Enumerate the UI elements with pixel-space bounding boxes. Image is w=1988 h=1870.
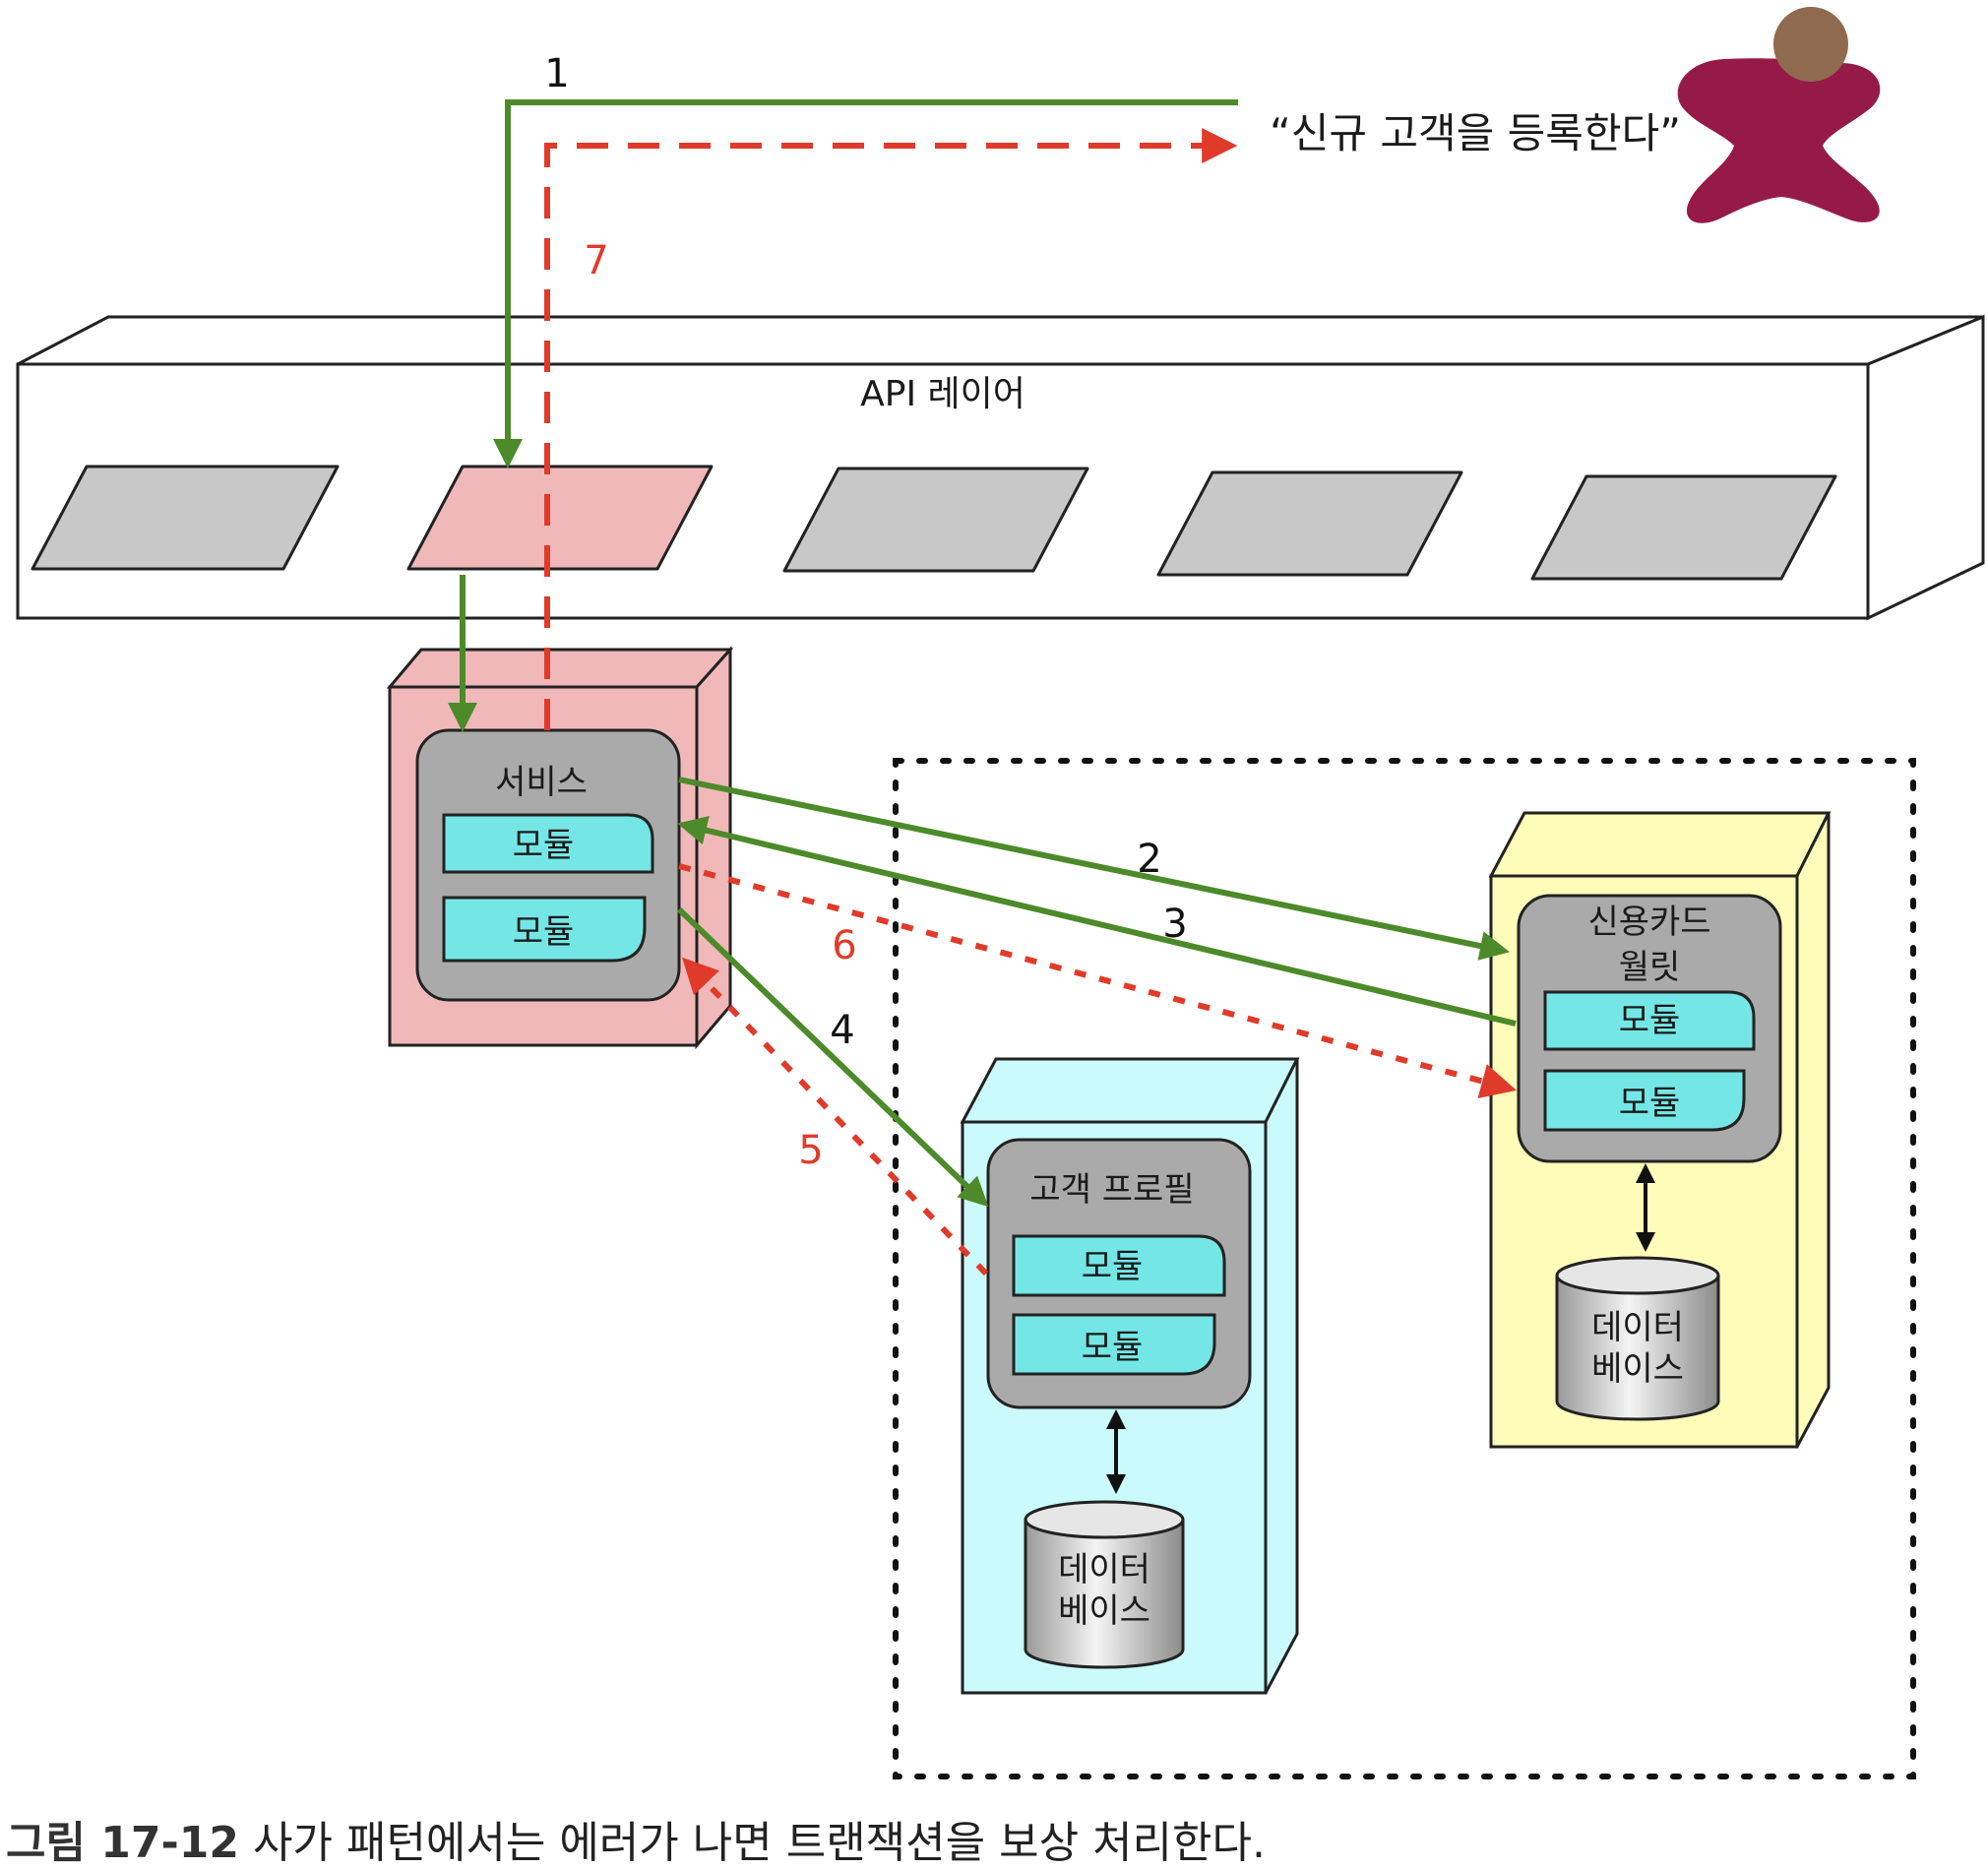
user-actor-icon xyxy=(1677,7,1881,223)
customer-module-1[interactable] xyxy=(1012,1234,1226,1297)
step-3-label: 3 xyxy=(1162,902,1187,947)
step-7-label: 7 xyxy=(584,238,608,283)
wallet-database-icon xyxy=(1555,1256,1720,1421)
service-module-1[interactable] xyxy=(442,813,654,874)
customer-module-1-label: 모듈 xyxy=(1082,1247,1144,1286)
customer-database-label-2: 베이스 xyxy=(1058,1591,1150,1631)
figure-caption-text: 사가 패턴에서는 에러가 나면 트랜잭션을 보상 처리한다. xyxy=(253,1818,1266,1868)
step-6-label: 6 xyxy=(832,923,856,968)
customer-database-label-1: 데이터 xyxy=(1058,1550,1150,1590)
service-module-2-label: 모듈 xyxy=(513,912,575,952)
customer-module-2-label: 모듈 xyxy=(1082,1328,1144,1367)
flow-step-5-customer-error xyxy=(682,957,989,1277)
service-module-2[interactable] xyxy=(442,896,647,963)
flow-step-1-request xyxy=(493,99,1238,468)
flow-step-4-call-customer xyxy=(676,906,989,1208)
wallet-module-1-label: 모듈 xyxy=(1619,1001,1681,1040)
flow-step-2-call-wallet xyxy=(678,777,1510,961)
api-endpoint-3[interactable] xyxy=(782,467,1089,573)
figure-number: 그림 17-12 xyxy=(6,1818,240,1868)
wallet-database-label-1: 데이터 xyxy=(1591,1308,1684,1347)
customer-profile-box[interactable]: 고객 프로필 모듈 모듈 데이터 베이스 xyxy=(960,1057,1300,1695)
credit-wallet-title-1: 신용카드 xyxy=(1587,903,1710,942)
customer-profile-title: 고객 프로필 xyxy=(1029,1170,1194,1210)
wallet-module-2-label: 모듈 xyxy=(1619,1084,1681,1123)
wallet-database-label-2: 베이스 xyxy=(1591,1349,1684,1389)
service-box[interactable]: 서비스 모듈 모듈 xyxy=(386,646,734,1050)
api-layer: API 레이어 xyxy=(16,314,1985,621)
api-endpoint-1[interactable] xyxy=(31,465,340,571)
api-endpoint-5[interactable] xyxy=(1530,474,1837,581)
service-module-1-label: 모듈 xyxy=(513,826,575,865)
flow-step-3-wallet-reply xyxy=(677,815,1517,1027)
flow-step-7-response xyxy=(544,128,1238,730)
figure-caption: 그림 17-12 사가 패턴에서는 에러가 나면 트랜잭션을 보상 처리한다. xyxy=(6,1807,1974,1868)
step-5-label: 5 xyxy=(798,1128,823,1173)
user-request-text: “신규 고객을 등록한다” xyxy=(1270,109,1681,157)
credit-wallet-title-2: 월릿 xyxy=(1619,948,1681,987)
wallet-module-2[interactable] xyxy=(1543,1069,1746,1132)
api-endpoint-2[interactable] xyxy=(406,465,714,571)
step-1-label: 1 xyxy=(544,51,569,96)
customer-database-icon xyxy=(1024,1500,1185,1669)
step-2-label: 2 xyxy=(1137,837,1161,882)
customer-module-2[interactable] xyxy=(1012,1313,1216,1376)
credit-wallet-box[interactable]: 신용카드 월릿 모듈 모듈 데이터 베이스 xyxy=(1488,811,1832,1449)
flow-step-6-compensate-wallet xyxy=(678,863,1517,1098)
api-endpoint-4[interactable] xyxy=(1156,470,1463,577)
step-4-label: 4 xyxy=(830,1008,854,1053)
wallet-module-1[interactable] xyxy=(1543,990,1756,1051)
wallet-database-body xyxy=(1555,1276,1720,1421)
api-layer-label: API 레이어 xyxy=(860,374,1025,414)
service-title: 서비스 xyxy=(495,763,588,802)
wallet-database-top xyxy=(1555,1256,1720,1295)
